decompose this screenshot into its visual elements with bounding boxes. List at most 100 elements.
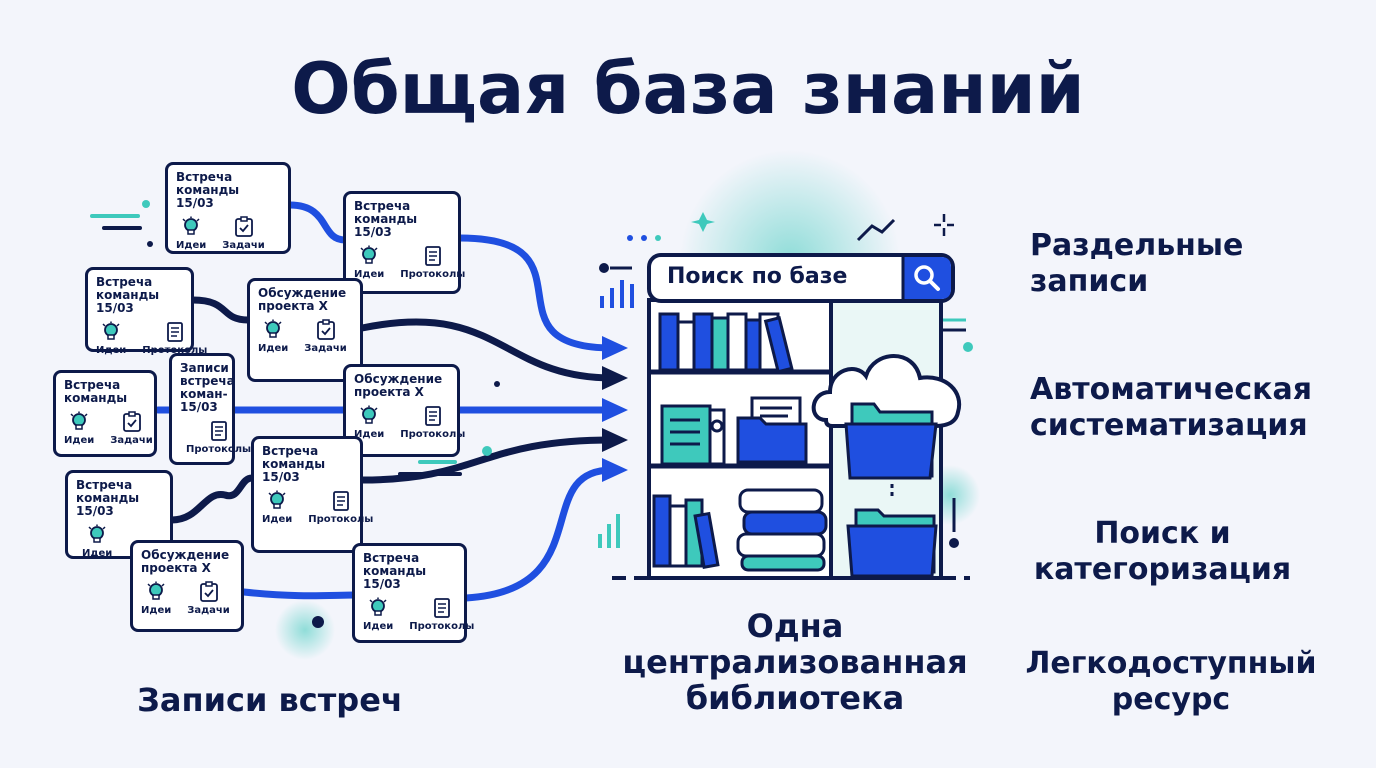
card-title-line: команды 15/03 xyxy=(76,491,140,518)
card-title-line: 15/03 xyxy=(363,577,401,591)
flow-connector xyxy=(168,474,256,524)
book-row xyxy=(652,494,720,569)
dot-decoration xyxy=(641,235,647,241)
caption-line: Одна xyxy=(746,607,844,645)
card-tag: Протоколы xyxy=(400,405,465,440)
flow-line xyxy=(358,318,616,382)
feature-search-categorization: Поиск и категоризация xyxy=(1030,516,1295,588)
card-tag-label: Идеи xyxy=(82,548,113,559)
card-title-line: Встреча xyxy=(96,275,153,289)
lightbulb-icon xyxy=(182,216,200,235)
caption-central-library: Одна централизованная библиотека xyxy=(600,608,990,716)
card-icon-row: Идеи Протоколы xyxy=(96,321,207,356)
card-tag: Идеи xyxy=(82,524,112,559)
search-input[interactable]: Поиск по базе xyxy=(667,264,848,289)
card-icon-row: Идеи Задачи xyxy=(176,216,280,251)
card-tag: Идеи xyxy=(258,319,288,354)
flow-connector xyxy=(286,201,349,244)
document-icon xyxy=(210,421,227,441)
card-tag-label: Протоколы xyxy=(186,444,252,455)
dot-decoration xyxy=(312,616,324,628)
card-tag: Идеи xyxy=(176,216,206,251)
card-title-line: Встреча xyxy=(176,170,233,184)
document-icon xyxy=(433,598,450,618)
feature-line: ресурс xyxy=(1111,682,1231,717)
arrowhead xyxy=(602,336,628,360)
card-tag: Идеи xyxy=(141,581,171,616)
card-tag: Протоколы xyxy=(400,245,465,280)
card-tag-label: Задачи xyxy=(304,343,347,354)
binder-row xyxy=(660,396,802,466)
caption-line: библиотека xyxy=(685,679,905,717)
dot-decoration xyxy=(963,342,973,352)
arrowhead xyxy=(602,398,628,422)
feature-line: Легкодоступный xyxy=(1025,646,1317,681)
card-tag: Задачи xyxy=(304,319,347,354)
card-tag-label: Идеи xyxy=(96,345,127,356)
card-title-line: Встреча xyxy=(354,199,411,213)
card-title-line: команды xyxy=(64,391,128,405)
search-button[interactable] xyxy=(903,257,951,299)
card-icon-row: Идеи xyxy=(82,524,162,559)
glow-decoration xyxy=(275,600,335,660)
bars-icon xyxy=(600,280,634,308)
lightbulb-icon xyxy=(360,405,378,424)
flow-line xyxy=(456,234,616,352)
card-tag: Протоколы xyxy=(142,321,207,356)
lightbulb-icon xyxy=(102,321,120,340)
flow-connector xyxy=(240,588,359,600)
card-tag: Задачи xyxy=(110,411,153,446)
card-title-line: Встреча xyxy=(64,378,121,392)
checklist-icon xyxy=(122,411,141,432)
card-title-line: Записи xyxy=(180,361,229,375)
lightbulb-icon xyxy=(369,597,387,616)
document-icon xyxy=(332,491,349,511)
card-tag: Идеи xyxy=(64,411,94,446)
lightbulb-icon xyxy=(70,411,88,430)
card-tag: Идеи xyxy=(96,321,126,356)
card-title-line: команды 15/03 xyxy=(96,288,160,315)
feature-line: Раздельные xyxy=(1030,228,1244,263)
flow-line xyxy=(358,436,616,484)
card-tag-label: Идеи xyxy=(363,621,394,632)
caption-meeting-records: Записи встреч xyxy=(137,681,403,719)
card-tag: Идеи xyxy=(354,405,384,440)
folder-icon xyxy=(736,416,808,464)
card-title-line: Обсуждение xyxy=(141,548,230,562)
card-tag-label: Протоколы xyxy=(409,621,475,632)
dot-decoration xyxy=(482,446,492,456)
card-tag: Задачи xyxy=(222,216,265,251)
feature-line: Поиск и xyxy=(1094,516,1231,551)
search-bar[interactable] xyxy=(647,253,955,303)
card-tag-label: Протоколы xyxy=(308,514,374,525)
card-title-line: команды 15/03 xyxy=(262,457,326,484)
card-tag-label: Идеи xyxy=(354,429,385,440)
folder-icon xyxy=(846,508,938,578)
checklist-icon xyxy=(316,319,335,340)
arrowhead xyxy=(602,366,628,390)
card-tag: Идеи xyxy=(262,490,292,525)
dot-decoration xyxy=(599,263,609,273)
card-title-line: команды 15/03 xyxy=(176,183,240,210)
feature-accessible-resource: Легкодоступный ресурс xyxy=(1020,646,1322,718)
card-title-line: проекта X xyxy=(258,299,328,313)
card-tag: Идеи xyxy=(363,597,393,632)
dot-decoration xyxy=(949,538,959,548)
card-tag-label: Идеи xyxy=(262,514,293,525)
trend-icon xyxy=(856,218,896,242)
document-icon xyxy=(166,322,183,342)
feature-line: систематизация xyxy=(1030,408,1308,443)
card-icon-row: Протоколы xyxy=(186,420,251,455)
card-tag-label: Протоколы xyxy=(400,269,466,280)
